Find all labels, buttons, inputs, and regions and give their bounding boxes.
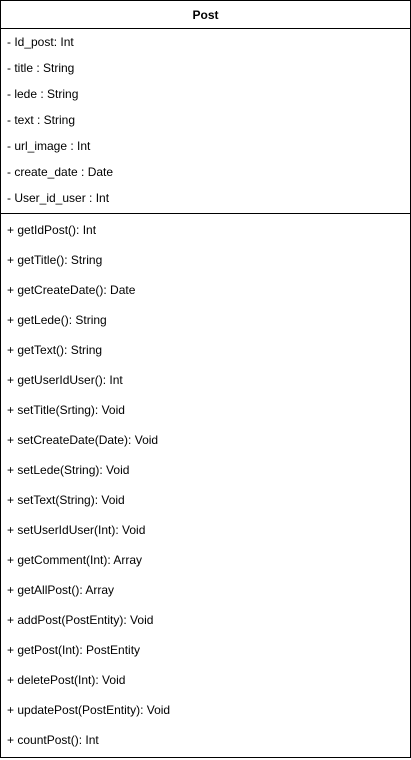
method-get-comment: + getComment(Int): Array: [7, 553, 143, 567]
method-get-text: + getText(): String: [7, 343, 103, 357]
method-delete-post: + deletePost(Int): Void: [7, 673, 126, 687]
method-set-user-id-user: + setUserIdUser(Int): Void: [7, 523, 146, 537]
attribute-url-image: - url_image : Int: [7, 139, 91, 153]
method-set-title: + setTitle(Srting): Void: [7, 403, 125, 417]
attribute-id-post: - Id_post: Int: [7, 35, 74, 49]
attributes-compartment: - Id_post: Int - title : String - lede :…: [1, 29, 410, 214]
method-set-lede: + setLede(String): Void: [7, 463, 130, 477]
method-get-title: + getTitle(): String: [7, 253, 103, 267]
method-get-post: + getPost(Int): PostEntity: [7, 643, 141, 657]
method-get-all-post: + getAllPost(): Array: [7, 583, 115, 597]
attribute-text: - text : String: [7, 113, 76, 127]
method-update-post: + updatePost(PostEntity): Void: [7, 703, 171, 717]
method-add-post: + addPost(PostEntity): Void: [7, 613, 154, 627]
class-header: Post: [1, 1, 410, 29]
method-count-post: + countPost(): Int: [7, 733, 99, 747]
attribute-lede: - lede : String: [7, 87, 79, 101]
method-get-id-post: + getIdPost(): Int: [7, 223, 97, 237]
method-set-create-date: + setCreateDate(Date): Void: [7, 433, 159, 447]
method-get-user-id-user: + getUserIdUser(): Int: [7, 373, 123, 387]
attribute-create-date: - create_date : Date: [7, 165, 114, 179]
method-set-text: + setText(String): Void: [7, 493, 125, 507]
attribute-user-id-user: - User_id_user : Int: [7, 191, 110, 205]
method-get-create-date: + getCreateDate(): Date: [7, 283, 136, 297]
methods-compartment: + getIdPost(): Int + getTitle(): String …: [1, 214, 410, 755]
class-name: Post: [192, 8, 219, 22]
method-get-lede: + getLede(): String: [7, 313, 107, 327]
attribute-title: - title : String: [7, 61, 75, 75]
